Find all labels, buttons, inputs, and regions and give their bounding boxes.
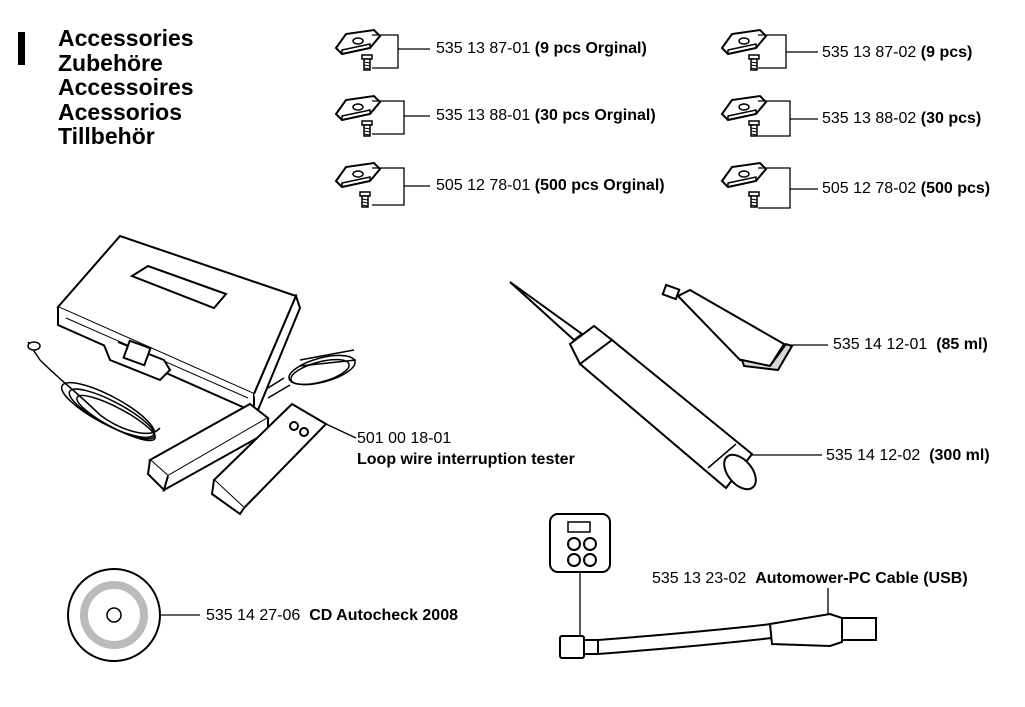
part-number: 535 13 23-02 xyxy=(652,570,747,587)
title-line: Acessorios xyxy=(58,98,183,125)
title-block: Accessories Zubehöre Accessoires Acessor… xyxy=(58,26,194,149)
tester-wires xyxy=(27,341,357,442)
title-line: Tillbehör xyxy=(58,123,155,149)
section-bar xyxy=(18,32,25,65)
blade-set-2 xyxy=(335,95,430,137)
part-desc: (300 ml) xyxy=(929,447,990,464)
part-number: 535 13 87-02 xyxy=(822,44,917,61)
part-desc: Automower-PC Cable (USB) xyxy=(755,570,968,587)
part-number: 535 14 12-01 xyxy=(833,336,928,353)
blade-label-4: 535 13 87-02 (9 pcs) xyxy=(822,44,972,62)
tester-desc: Loop wire interruption tester xyxy=(357,451,575,468)
blade-label-2: 535 13 88-01 (30 pcs Orginal) xyxy=(436,107,656,125)
part-desc: (9 pcs) xyxy=(920,44,973,61)
part-desc: (30 pcs) xyxy=(920,110,982,127)
cd-disc xyxy=(67,568,200,662)
part-number: 505 12 78-02 xyxy=(822,180,917,197)
title-line: Accessories xyxy=(58,25,194,51)
part-number: 535 14 12-02 xyxy=(826,447,921,464)
carrying-case xyxy=(56,234,302,414)
cd-label: 535 14 27-06 CD Autocheck 2008 xyxy=(206,607,458,625)
tester-part-number: 501 00 18-01 xyxy=(357,430,452,447)
blade-label-3: 505 12 78-01 (500 pcs Orginal) xyxy=(436,177,665,195)
cartridge-label: 535 14 12-02 (300 ml) xyxy=(826,447,990,465)
blade-label-1: 535 13 87-01 (9 pcs Orginal) xyxy=(436,40,647,58)
part-number: 505 12 78-01 xyxy=(436,177,531,194)
part-desc: (85 ml) xyxy=(936,336,988,353)
blade-set-1 xyxy=(335,29,430,71)
part-number: 535 13 87-01 xyxy=(436,40,531,57)
part-desc: CD Autocheck 2008 xyxy=(309,607,458,624)
blade-set-6 xyxy=(721,162,818,209)
part-desc: (500 pcs Orginal) xyxy=(534,177,665,194)
blade-label-6: 505 12 78-02 (500 pcs) xyxy=(822,180,990,198)
blade-set-4 xyxy=(721,29,818,71)
part-desc: (500 pcs) xyxy=(920,180,991,197)
title-line: Zubehöre xyxy=(58,49,163,76)
part-number: 535 14 27-06 xyxy=(206,607,301,624)
part-number: 535 13 88-01 xyxy=(436,107,531,124)
part-desc: (9 pcs Orginal) xyxy=(534,40,647,57)
title-line: Accessoires xyxy=(58,74,194,100)
usb-cable xyxy=(559,588,877,659)
cable-label: 535 13 23-02 Automower-PC Cable (USB) xyxy=(652,570,968,588)
blade-set-3 xyxy=(335,162,430,208)
part-number: 535 13 88-02 xyxy=(822,110,917,127)
blade-set-5 xyxy=(721,95,818,137)
sealant-tube xyxy=(661,283,828,372)
sealant-cartridge xyxy=(509,281,822,491)
blade-label-5: 535 13 88-02 (30 pcs) xyxy=(822,110,981,128)
part-desc: (30 pcs Orginal) xyxy=(534,107,656,124)
tester-units xyxy=(146,402,357,516)
tube-label: 535 14 12-01 (85 ml) xyxy=(833,336,988,354)
connector-detail xyxy=(549,513,611,640)
